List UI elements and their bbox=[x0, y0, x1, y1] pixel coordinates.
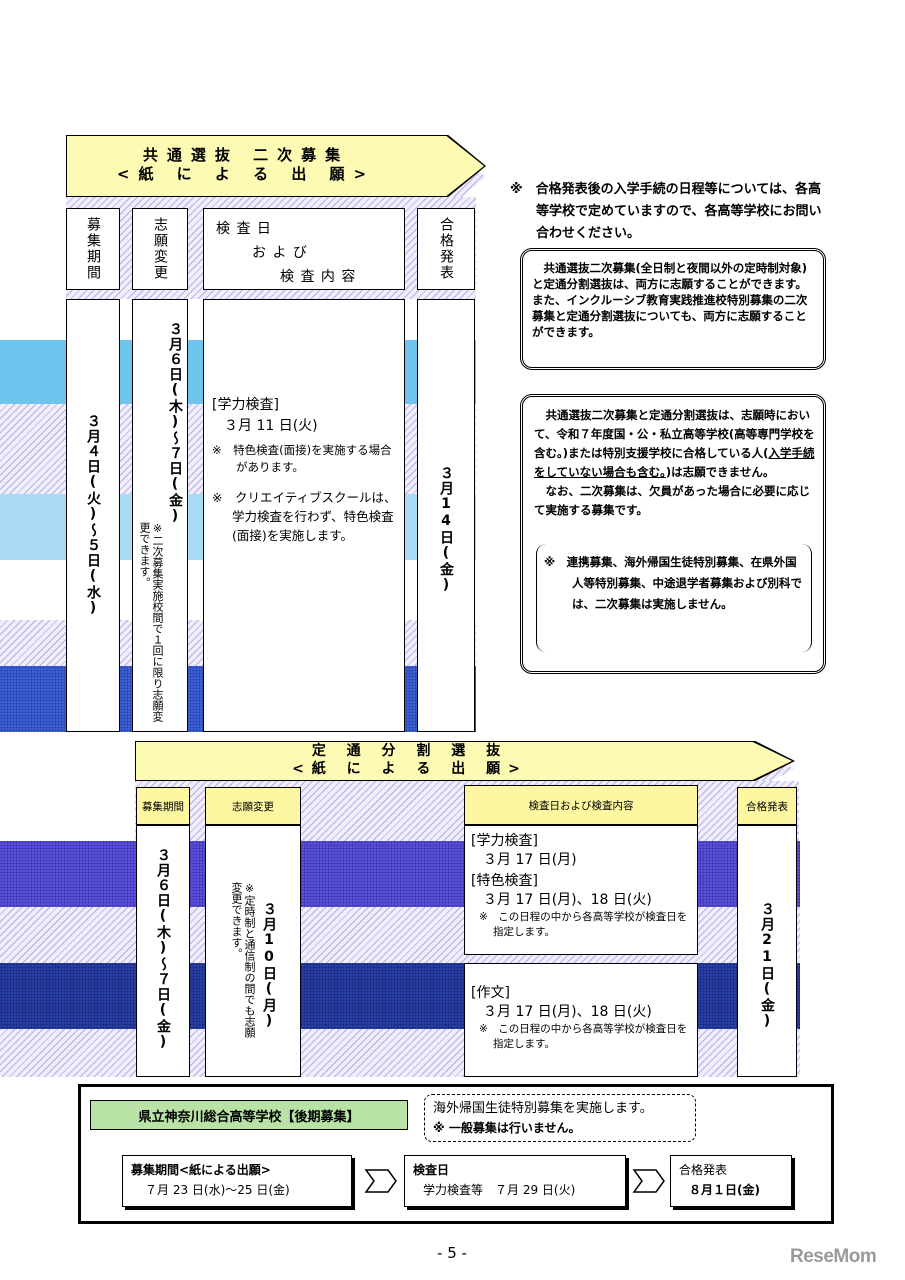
teitsu-shigan-date: ３月10日(月) bbox=[261, 902, 277, 1030]
teitsu-col-boshu: ３月６日(木)～７日(金) bbox=[136, 825, 190, 1077]
note-box-2-para2: なお、二次募集は、欠員があった場合に必要に応じて実施する募集です。 bbox=[534, 484, 810, 517]
note-box-1-text: 共通選抜二次募集(全日制と夜間以外の定時制対象)と定通分割選抜は、両方に志願する… bbox=[532, 261, 808, 339]
note-box-1 bbox=[520, 248, 826, 370]
common-kensa-date: ３月 11 日(火) bbox=[224, 418, 318, 434]
common-title-line1: 共通選抜 二次募集 bbox=[142, 146, 350, 164]
teitsu-boshu-date: ３月６日(木)～７日(金) bbox=[155, 848, 171, 1051]
common-kensa-note1: ※ 特色検査(面接)を実施する場合があります。 bbox=[212, 443, 392, 474]
common-col-shigan: ３月６日(木)～７日(金) ※二次募集実施校間で１回に限り志願変更できます。 bbox=[132, 299, 188, 732]
teitsu-k1-date2: ３月 17 日(月)、18 日(火) bbox=[483, 892, 652, 908]
note-box-2-inner bbox=[536, 544, 812, 652]
teitsu-k1-note: ※ この日程の中から各高等学校が検査日を指定します。 bbox=[479, 911, 688, 938]
kanagawa-notice: 海外帰国生徒特別募集を実施します。 ※ 一般募集は行いません。 bbox=[424, 1094, 696, 1142]
teitsu-kensa-box-1: [学力検査] ３月 17 日(月) [特色検査] ３月 17 日(月)、18 日… bbox=[464, 825, 698, 955]
common-kensa-label: [学力検査] bbox=[212, 397, 279, 413]
common-gokaku-date: ３月14日(金) bbox=[438, 466, 454, 594]
common-arrow-fill bbox=[67, 136, 484, 196]
teitsu-k2-label: [作文] bbox=[471, 985, 510, 1001]
common-col-boshu: ３月４日(火)～５日(水) bbox=[66, 299, 120, 732]
teitsu-col-shigan: ３月10日(月) ※定時制と通信制の間でも志願変更できます。 bbox=[205, 825, 301, 1077]
common-header-boshu: 募集期間 bbox=[66, 208, 120, 290]
chevron-right-icon bbox=[632, 1168, 666, 1194]
note-box-2-inner-text: ※ 連携募集、海外帰国生徒特別募集、在県外国人等特別募集、中途退学者募集および別… bbox=[544, 555, 802, 611]
teitsu-k1-date1: ３月 17 日(月) bbox=[483, 852, 577, 868]
page-number: - 5 - bbox=[437, 1244, 467, 1262]
common-col-kensa: [学力検査] ３月 11 日(火) ※ 特色検査(面接)を実施する場合があります… bbox=[203, 299, 405, 732]
common-header-gokaku-text: 合格発表 bbox=[438, 217, 454, 281]
teitsu-k1-label1: [学力検査] bbox=[471, 833, 538, 849]
common-kensa-note2: ※ クリエイティブスクールは、学力検査を行わず、特色検査(面接)を実施します。 bbox=[212, 490, 397, 543]
teitsu-arrow-fill bbox=[136, 742, 792, 780]
kanagawa-step3-label: 合格発表 bbox=[679, 1163, 728, 1177]
teitsu-title-line2: <紙 に よ る 出 願> bbox=[292, 761, 528, 777]
teitsu-shigan-note: ※定時制と通信制の間でも志願変更できます。 bbox=[230, 882, 256, 1038]
kanagawa-step1-label: 募集期間<紙による出願> bbox=[131, 1163, 271, 1177]
teitsu-header-boshu: 募集期間 bbox=[136, 787, 190, 825]
teitsu-header-shigan: 志願変更 bbox=[205, 787, 301, 825]
common-header-kensa-l2: お よ び bbox=[252, 245, 308, 261]
common-shigan-date: ３月６日(木)～７日(金) bbox=[167, 322, 183, 525]
teitsu-kensa-box-2: [作文] ３月 17 日(月)、18 日(火) ※ この日程の中から各高等学校が… bbox=[464, 963, 698, 1077]
note-box-2-para1: 共通選抜二次募集と定通分割選抜は、志願時において、令和７年度国・公・私立高等学校… bbox=[534, 406, 816, 482]
watermark-logo: ReseMom bbox=[790, 1246, 877, 1267]
teitsu-k2-date: ３月 17 日(月)、18 日(火) bbox=[483, 1004, 652, 1020]
teitsu-title-line1: 定 通 分 割 選 抜 bbox=[311, 743, 509, 759]
common-header-gokaku: 合格発表 bbox=[417, 208, 475, 290]
note-box-2-b: )は志願できません。 bbox=[665, 465, 775, 479]
kanagawa-step1-date: ７月 23 日(水)～25 日(金) bbox=[145, 1183, 290, 1197]
common-header-boshu-text: 募集期間 bbox=[85, 217, 101, 281]
common-header-kensa: 検 査 日 お よ び 検 査 内 容 bbox=[203, 208, 405, 290]
kanagawa-step2-date: 学力検査等 ７月 29 日(火) bbox=[423, 1183, 576, 1197]
common-header-shigan: 志願変更 bbox=[132, 208, 188, 290]
common-col-gokaku: ３月14日(金) bbox=[417, 299, 475, 732]
teitsu-k1-label2: [特色検査] bbox=[471, 873, 538, 889]
kanagawa-school-label: 県立神奈川総合高等学校【後期募集】 bbox=[90, 1100, 408, 1130]
note-box-2-underline: 入学手続をしていない場合も含む。 bbox=[534, 446, 815, 479]
note-box-2 bbox=[520, 394, 826, 674]
note-box-2-text: 共通選抜二次募集と定通分割選抜は、志願時において、令和７年度国・公・私立高等学校… bbox=[534, 406, 816, 520]
top-note: ※ 合格発表後の入学手続の日程等については、各高等学校で定めていますので、各高等… bbox=[510, 182, 822, 241]
kanagawa-step-3: 合格発表 ８月１日(金) bbox=[670, 1155, 792, 1207]
teitsu-header-gokaku: 合格発表 bbox=[737, 787, 797, 825]
kanagawa-notice2: ※ 一般募集は行いません。 bbox=[433, 1121, 581, 1135]
kanagawa-section bbox=[78, 1084, 834, 1224]
kanagawa-step2-label: 検査日 bbox=[413, 1163, 450, 1177]
common-shigan-note: ※二次募集実施校間で１回に限り志願変更できます。 bbox=[138, 522, 164, 722]
common-header-kensa-l1: 検 査 日 bbox=[216, 221, 272, 237]
common-boshu-date: ３月４日(火)～５日(水) bbox=[85, 414, 101, 617]
common-title: 共通選抜 二次募集 <紙 に よ る 出 願> bbox=[66, 146, 426, 184]
kanagawa-step-2: 検査日 学力検査等 ７月 29 日(火) bbox=[404, 1155, 626, 1207]
teitsu-k2-note: ※ この日程の中から各高等学校が検査日を指定します。 bbox=[479, 1023, 688, 1050]
teitsu-title: 定 通 分 割 選 抜 <紙 に よ る 出 願> bbox=[250, 742, 570, 778]
common-header-kensa-l3: 検 査 内 容 bbox=[280, 269, 357, 285]
teitsu-header-kensa: 検査日および検査内容 bbox=[464, 785, 698, 825]
common-header-shigan-text: 志願変更 bbox=[152, 217, 168, 281]
kanagawa-notice1: 海外帰国生徒特別募集を実施します。 bbox=[433, 1101, 653, 1116]
kanagawa-step-1: 募集期間<紙による出願> ７月 23 日(水)～25 日(金) bbox=[122, 1155, 352, 1207]
note-box-2-a: 共通選抜二次募集と定通分割選抜は、志願時において、令和７年度国・公・私立高等学校… bbox=[534, 408, 815, 460]
chevron-right-icon bbox=[364, 1168, 398, 1194]
teitsu-gokaku-date: ３月21日(金) bbox=[759, 902, 775, 1030]
kanagawa-step3-date: ８月１日(金) bbox=[689, 1183, 760, 1197]
teitsu-col-gokaku: ３月21日(金) bbox=[737, 825, 797, 1077]
common-title-line2: <紙 に よ る 出 願> bbox=[116, 165, 376, 183]
